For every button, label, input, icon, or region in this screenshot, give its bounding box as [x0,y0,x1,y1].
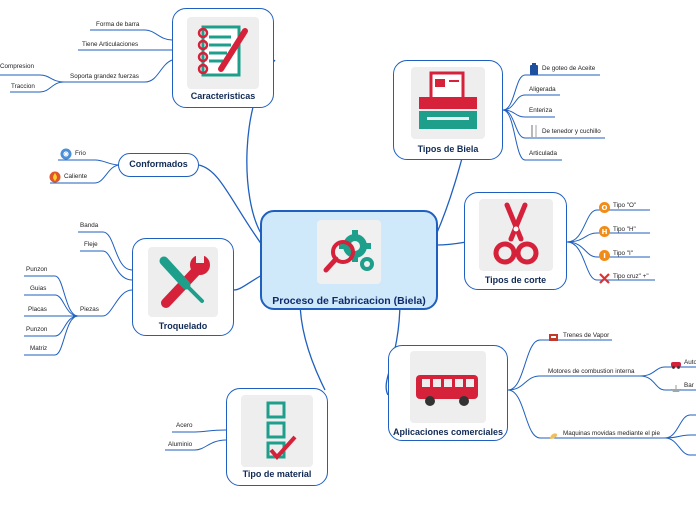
leaf-piezas[interactable]: Piezas [80,306,99,313]
badge-h-icon: H [599,224,610,242]
fork-knife-icon [530,124,538,142]
aplicaciones-node[interactable]: Aplicaciones comerciales [388,345,508,441]
conformados-node[interactable]: Conformados [118,153,199,177]
badge-o-icon: O [599,200,610,218]
checklist-image [241,395,313,467]
flame-icon [49,170,61,188]
tipo-material-title: Tipo de material [242,469,312,479]
leaf-trenes-vapor[interactable]: Trenes de Vapor [563,332,610,339]
tipos-corte-title: Tipos de corte [484,275,547,285]
leaf-punzon-1[interactable]: Punzon [26,266,48,273]
conformados-title: Conformados [129,159,188,169]
boat-icon [670,380,682,398]
tipos-biela-title: Tipos de Biela [417,144,479,154]
leaf-acero[interactable]: Acero [176,422,193,429]
wrench-screwdriver-icon [159,255,210,308]
scissors-icon [493,202,538,265]
leaf-forma-barra[interactable]: Forma de barra [96,21,140,28]
leaf-matriz[interactable]: Matriz [30,345,48,352]
oil-can-icon [529,62,539,80]
leaf-goteo-aceite[interactable]: De goteo de Aceite [542,65,596,72]
gears-magnifier-image [317,220,381,284]
leaf-motores-combustion[interactable]: Motores de combustion interna [548,368,635,375]
leaf-tipo-o[interactable]: Tipo "O" [613,202,637,209]
leaf-traccion[interactable]: Traccion [11,83,35,90]
leaf-caliente[interactable]: Caliente [64,173,88,180]
leaf-frio[interactable]: Frio [75,150,86,157]
leaf-maquinas-pie[interactable]: Maquinas movidas mediante el pie [563,430,660,437]
svg-text:I: I [603,252,606,260]
leaf-punzon-2[interactable]: Punzon [26,326,48,333]
leaf-compresion[interactable]: Compresion [0,63,34,70]
troquelado-title: Troquelado [158,321,208,331]
svg-text:O: O [602,204,608,212]
troquelado-node[interactable]: Troquelado [132,238,234,336]
leaf-bar[interactable]: Bar [684,382,694,389]
leaf-auto[interactable]: Auto [684,359,696,366]
train-icon [548,330,559,348]
leaf-placas[interactable]: Placas [28,306,47,313]
leaf-tenedor-cuchillo[interactable]: De tenedor y cuchillo [542,128,601,135]
tipos-corte-node[interactable]: Tipos de corte [464,192,567,290]
badge-i-icon: I [599,248,610,266]
leaf-aligerada[interactable]: Aligerada [529,86,556,93]
leaf-aluminio[interactable]: Aluminio [168,441,193,448]
svg-text:H: H [602,228,608,236]
cross-icon [599,271,610,289]
leaf-tiene-articulaciones[interactable]: Tiene Articulaciones [82,41,139,48]
leaf-fleje[interactable]: Fleje [84,241,98,248]
notepad-pencil-icon [197,25,248,77]
leaf-tipo-i[interactable]: Tipo "I" [613,250,633,257]
notepad-image [187,17,259,89]
leaf-banda[interactable]: Banda [80,222,99,229]
car-icon [670,356,682,374]
bus-icon [416,375,478,406]
leaf-articulada[interactable]: Articulada [529,150,558,157]
snow-icon [60,147,72,165]
leaf-guias[interactable]: Guias [30,285,47,292]
bus-image [410,351,486,423]
tipos-biela-node[interactable]: Tipos de Biela [393,60,503,160]
foot-icon [548,428,559,446]
leaf-enteriza[interactable]: Enteriza [529,107,553,114]
caracteristicas-title: Caracteristicas [190,91,256,101]
leaf-tipo-cruz[interactable]: Tipo cruz" +" [613,273,649,280]
tipo-material-node[interactable]: Tipo de material [226,388,328,486]
aplicaciones-title: Aplicaciones comerciales [392,427,504,437]
scissors-image [478,199,553,271]
checklist-icon [266,401,297,461]
tools-image [148,247,218,317]
printer-image [411,67,485,139]
central-node[interactable]: Proceso de Fabricacion (Biela) [260,210,438,310]
central-title: Proceso de Fabricacion (Biela) [272,295,426,307]
leaf-tipo-h[interactable]: Tipo "H" [613,226,636,233]
gears-magnifier-icon [323,230,374,273]
leaf-soporta-fuerzas[interactable]: Soporta grandez fuerzas [70,73,139,80]
caracteristicas-node[interactable]: Caracteristicas [172,8,274,108]
printer-icon [419,71,477,129]
